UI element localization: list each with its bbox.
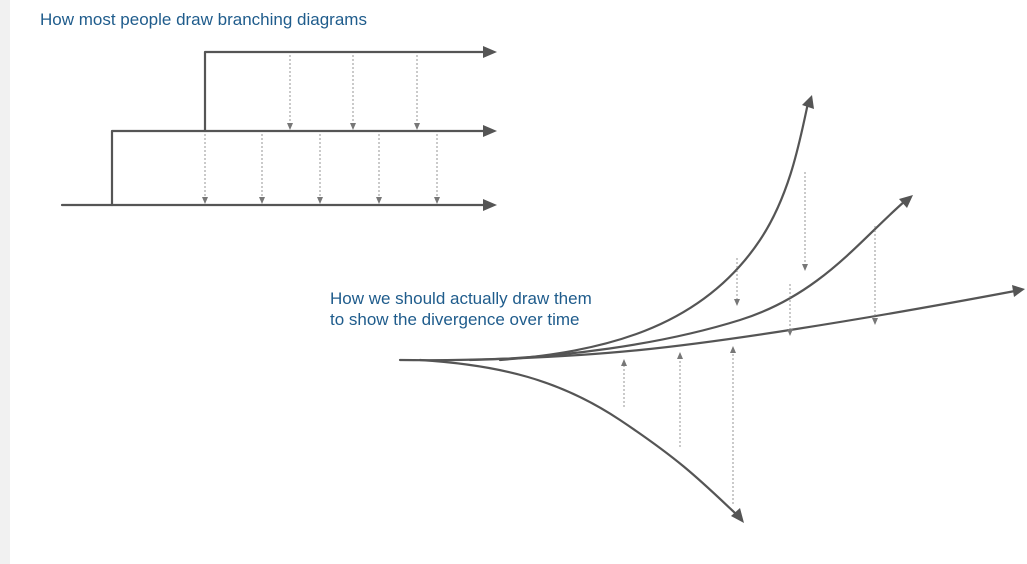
middle-curve-arrowhead (899, 195, 913, 208)
bottom-curve (418, 358, 737, 515)
bottom-curve-arrowhead (731, 508, 744, 523)
base-curve-arrowhead (1012, 285, 1025, 297)
divergent-diagram-caption: How we should actually draw them to show… (330, 288, 592, 330)
second-branch-line (203, 50, 487, 133)
middle-curve (468, 199, 907, 362)
traditional-diagram-caption: How most people draw branching diagrams (40, 10, 367, 29)
growing-gap-arrows-lower (621, 346, 736, 504)
traditional-branching-diagram (60, 46, 497, 211)
top-curve-arrowhead (802, 95, 814, 109)
first-branch-arrowhead (483, 125, 497, 137)
left-edge-strip (0, 0, 10, 564)
divergent-caption-line-1: How we should actually draw them (330, 289, 592, 308)
trunk-arrowhead (483, 199, 497, 211)
growing-gap-arrows-upper (734, 172, 878, 336)
first-branch-line (110, 129, 487, 207)
upper-constant-gap-arrows (287, 55, 420, 130)
divergent-branching-diagram (398, 95, 1025, 523)
lower-constant-gap-arrows (202, 134, 440, 204)
divergent-caption-line-2: to show the divergence over time (330, 310, 580, 329)
second-branch-arrowhead (483, 46, 497, 58)
top-curve (498, 101, 810, 362)
base-curve (398, 289, 1017, 362)
